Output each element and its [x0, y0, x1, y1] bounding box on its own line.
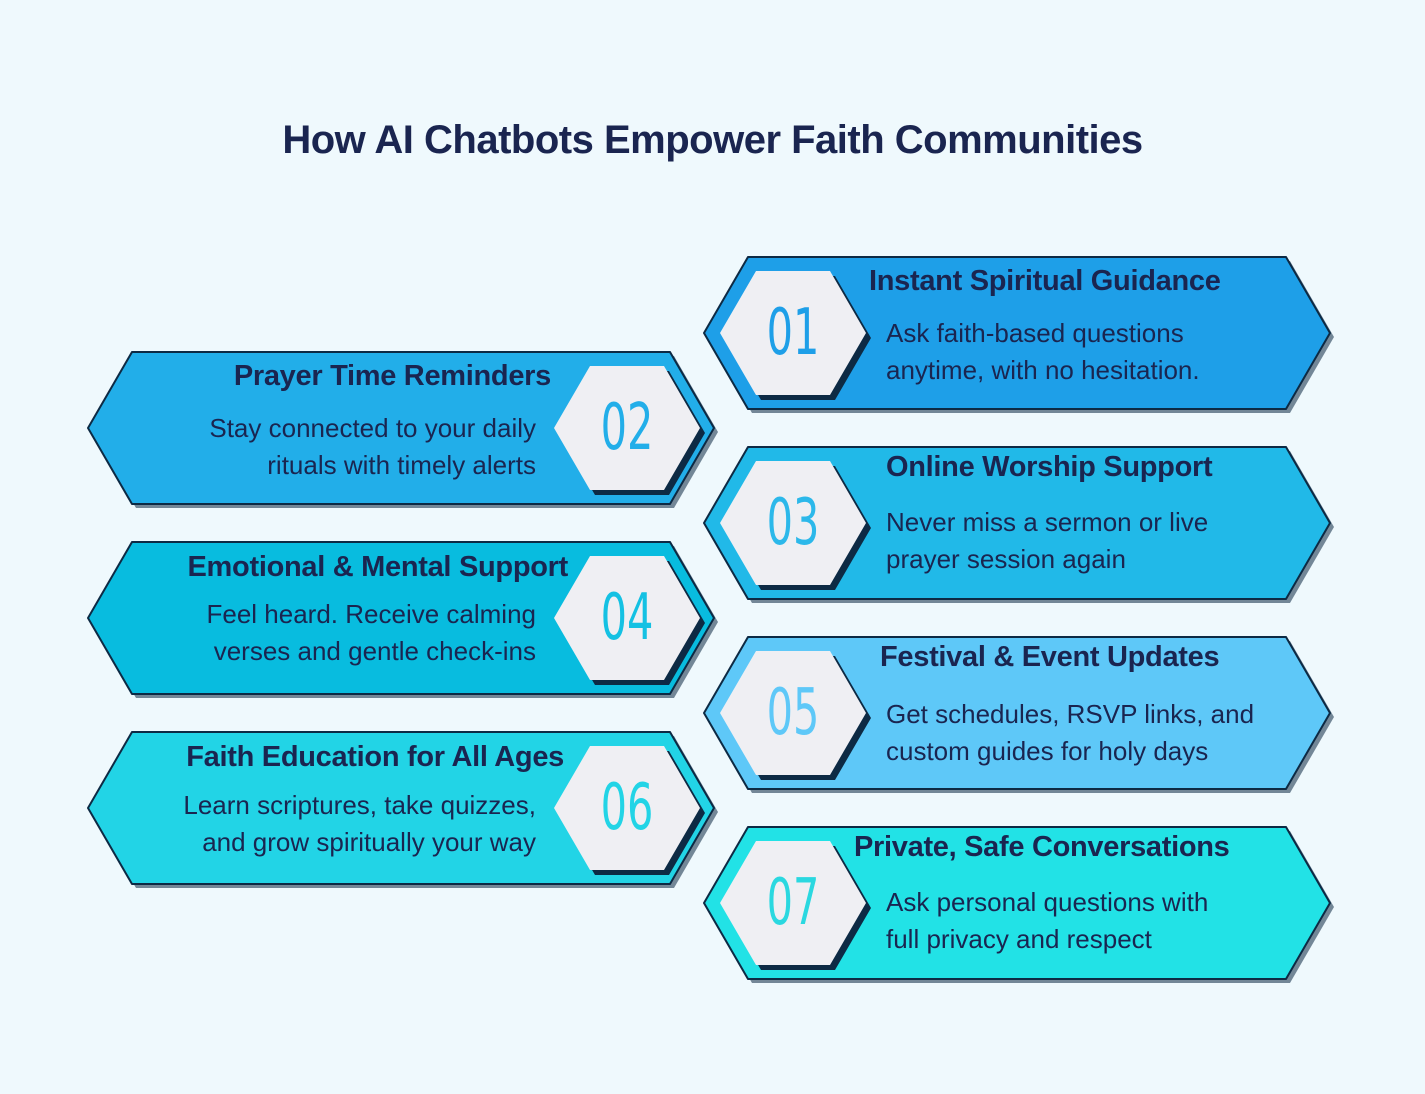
feature-desc-line1: Never miss a sermon or live	[886, 507, 1209, 537]
card-background	[87, 351, 718, 508]
step-number: 03	[766, 486, 820, 560]
feature-heading: Emotional & Mental Support	[187, 551, 569, 583]
feature-card-07: 07 Private, Safe Conversations Ask perso…	[702, 823, 1334, 983]
feature-heading: Instant Spiritual Guidance	[869, 265, 1221, 297]
feature-desc-line2: rituals with timely alerts	[267, 450, 536, 480]
feature-heading: Online Worship Support	[886, 451, 1213, 483]
card-background	[703, 256, 1334, 413]
feature-desc-line2: prayer session again	[886, 544, 1126, 574]
card-background	[87, 541, 718, 698]
feature-card-02: 02 Prayer Time Reminders Stay connected …	[86, 348, 718, 508]
feature-heading: Prayer Time Reminders	[233, 360, 551, 392]
step-number: 04	[600, 581, 654, 655]
step-number: 06	[600, 771, 654, 845]
step-number: 05	[766, 676, 820, 750]
feature-heading: Private, Safe Conversations	[854, 831, 1230, 863]
feature-card-01: 01 Instant Spiritual Guidance Ask faith-…	[702, 253, 1334, 413]
feature-desc-line2: verses and gentle check-ins	[213, 636, 536, 666]
card-background	[87, 731, 718, 888]
step-number: 02	[600, 391, 654, 465]
feature-desc-line2: anytime, with no hesitation.	[886, 355, 1200, 385]
step-number: 01	[766, 296, 820, 370]
number-badge: 07	[718, 838, 871, 970]
feature-desc-line1: Ask faith-based questions	[886, 318, 1184, 348]
feature-desc-line1: Get schedules, RSVP links, and	[886, 699, 1255, 729]
feature-desc-line1: Ask personal questions with	[886, 887, 1209, 917]
step-number: 07	[766, 866, 820, 940]
feature-desc-line1: Stay connected to your daily	[209, 413, 536, 443]
number-badge: 05	[718, 648, 871, 780]
number-badge: 02	[552, 363, 705, 495]
feature-desc-line2: full privacy and respect	[886, 924, 1152, 954]
card-background	[703, 446, 1334, 603]
feature-card-05: 05 Festival & Event Updates Get schedule…	[702, 633, 1334, 793]
feature-card-04: 04 Emotional & Mental Support Feel heard…	[86, 538, 718, 698]
feature-desc-line1: Feel heard. Receive calming	[206, 599, 537, 629]
card-background	[703, 636, 1334, 793]
card-background	[703, 826, 1334, 983]
feature-desc-line1: Learn scriptures, take quizzes,	[183, 790, 536, 820]
number-badge: 01	[718, 268, 871, 400]
feature-desc-line2: and grow spiritually your way	[202, 827, 536, 857]
number-badge: 06	[552, 743, 705, 875]
feature-card-06: 06 Faith Education for All Ages Learn sc…	[86, 728, 718, 888]
feature-heading: Faith Education for All Ages	[186, 741, 564, 773]
feature-card-03: 03 Online Worship Support Never miss a s…	[702, 443, 1334, 603]
page-title: How AI Chatbots Empower Faith Communitie…	[282, 118, 1143, 162]
feature-heading: Festival & Event Updates	[880, 641, 1220, 673]
number-badge: 03	[718, 458, 871, 590]
number-badge: 04	[552, 553, 705, 685]
feature-desc-line2: custom guides for holy days	[886, 736, 1209, 766]
